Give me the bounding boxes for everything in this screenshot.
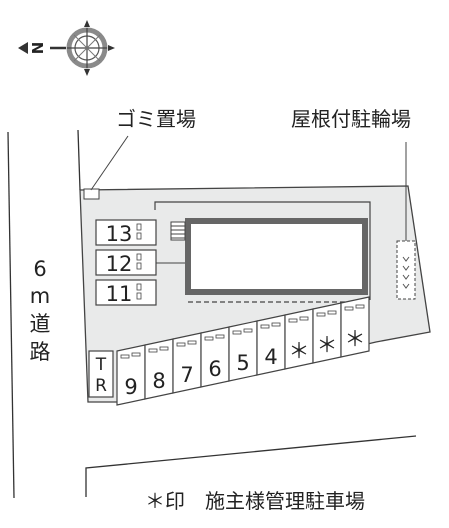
trash-room: T R <box>88 350 114 398</box>
parking-space: 11 <box>95 279 157 306</box>
garbage-area-label: ゴミ置場 <box>116 107 196 131</box>
garbage-area <box>83 188 100 200</box>
parking-space: 13 <box>95 219 157 246</box>
north-label: N <box>29 42 47 55</box>
parking-space: 4 <box>256 314 286 376</box>
trash-room-label-1: T <box>95 355 107 375</box>
bicycle-icon <box>402 256 410 289</box>
parking-space: ＊ <box>340 296 370 358</box>
parking-space-number: 9 <box>124 375 137 399</box>
parking-space: 5 <box>228 320 258 382</box>
parking-space: 7 <box>172 332 202 394</box>
road-word-label-2: 路 <box>30 340 51 364</box>
parking-space-number: 13 <box>106 222 133 246</box>
parking-space-number: 8 <box>152 369 165 393</box>
road-word-label-1: 道 <box>30 312 51 336</box>
stairs-icon <box>170 221 186 241</box>
road-width-label: 6 <box>33 257 46 281</box>
parking-space: 12 <box>95 249 157 276</box>
lot-boundary-line <box>77 129 81 191</box>
parking-space: 9 <box>116 344 146 406</box>
legend-note: ＊印 施主様管理駐車場 <box>145 489 365 513</box>
parking-space-number: 12 <box>106 252 133 276</box>
parking-space-number: 6 <box>208 357 221 381</box>
parking-space-number: 5 <box>236 351 249 375</box>
parking-space-number: ＊ <box>345 327 366 351</box>
trash-room-label-2: R <box>95 376 107 396</box>
building <box>185 218 368 295</box>
road-unit-label: m <box>30 284 50 308</box>
upper-parking-spaces: 13 12 11 <box>95 219 157 306</box>
parking-space-number: 4 <box>264 345 277 369</box>
parking-space: 6 <box>200 326 230 388</box>
parking-space: 8 <box>144 338 174 400</box>
bottom-parking-spaces: 9 8 7 6 5 4 <box>116 296 370 406</box>
parking-space-number: ＊ <box>289 339 310 363</box>
compass-rose-icon <box>18 20 115 76</box>
parking-space-number: 11 <box>106 282 133 306</box>
parking-space-number: ＊ <box>317 333 338 357</box>
bicycle-parking-label: 屋根付駐輪場 <box>291 107 411 131</box>
parking-space-number: 7 <box>180 363 193 387</box>
parking-space: ＊ <box>312 302 342 364</box>
garbage-leader-line <box>90 135 129 191</box>
parking-frame-outline <box>154 201 371 300</box>
bottom-road-line <box>85 435 417 497</box>
parking-space: ＊ <box>284 308 314 370</box>
road-edge-line <box>7 131 15 499</box>
